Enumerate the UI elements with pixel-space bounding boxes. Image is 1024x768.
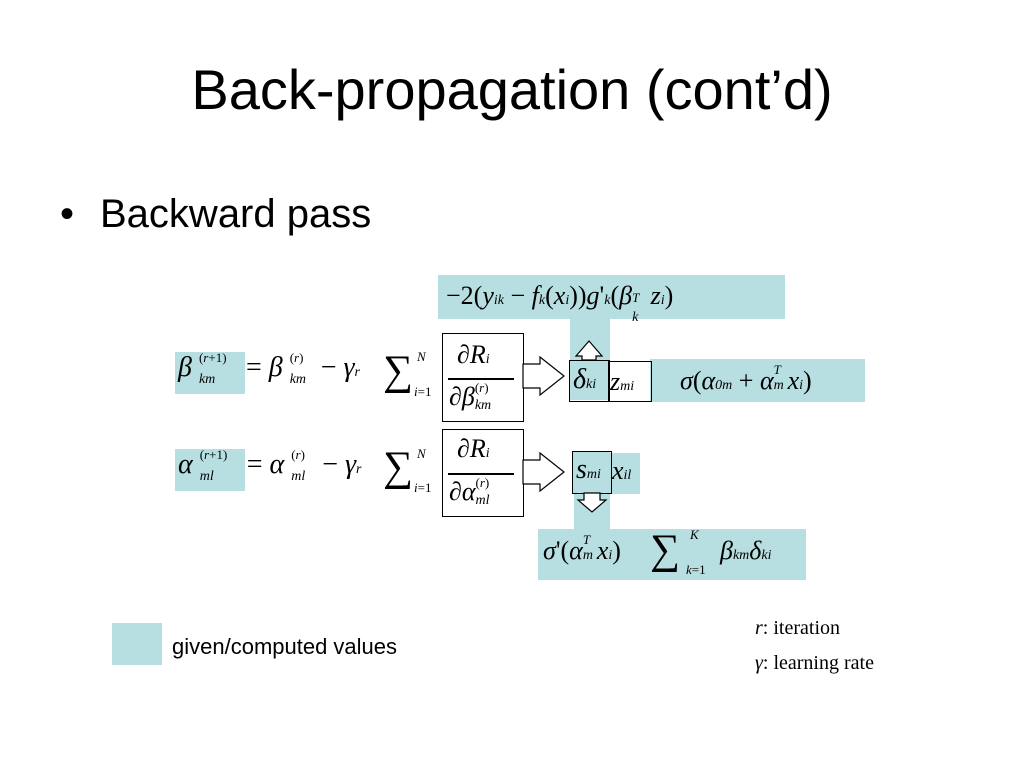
bottom-sum-lower: k=1 (686, 562, 706, 577)
beta-derivative-denominator: ∂β(r)km (449, 380, 492, 413)
alpha-derivative-numerator: ∂Ri (457, 434, 490, 463)
bottom-sum-upper: K (690, 527, 699, 542)
highlight-top-connector (570, 318, 610, 361)
highlight-beta-rplus1 (175, 352, 245, 394)
bullet-marker: • (60, 192, 75, 236)
highlight-bottom-expression (538, 529, 806, 580)
beta-to-delta-arrow (522, 355, 565, 397)
bullet-text: Backward pass (100, 192, 372, 236)
highlight-top-expression (438, 275, 785, 319)
beta-sum-lower: i=1 (414, 384, 432, 399)
highlight-alpha-rplus1 (175, 449, 245, 491)
legend-label: given/computed values (172, 634, 398, 659)
note-learning-rate: γ: learning rate (755, 652, 874, 674)
bottom-sum-term: βkmδki (720, 536, 772, 565)
highlight-sigma-expression (650, 359, 865, 402)
highlight-delta (569, 360, 609, 400)
alpha-sum-upper: N (417, 446, 426, 461)
beta-update-equation: β (r+1) km = β (r) km − γr (178, 350, 360, 387)
beta-derivative-bar (448, 378, 514, 380)
beta-sum-symbol: ∑ (383, 348, 413, 394)
x-il: xil (612, 456, 632, 485)
note-iteration: r: iteration (755, 617, 840, 639)
bullet-item: • Backward pass (60, 190, 371, 238)
highlight-s (572, 451, 610, 493)
alpha-sum-lower: i=1 (414, 480, 432, 495)
alpha-derivative-bar (448, 473, 514, 475)
s-mi: smi (576, 454, 601, 485)
alpha-sum-symbol: ∑ (383, 444, 413, 490)
bottom-sum-symbol: ∑ (650, 527, 680, 573)
alpha-update-equation: α (r+1) ml = α (r) ml − γr (178, 447, 362, 484)
delta-ki: δki (573, 364, 597, 395)
slide-title: Back-propagation (cont’d) (191, 58, 833, 121)
highlight-x (610, 453, 640, 494)
highlight-bottom-connector (574, 492, 610, 529)
alpha-to-s-arrow (522, 451, 565, 493)
legend-swatch (112, 623, 162, 665)
z-mi: zmi (610, 367, 635, 396)
z-box (608, 361, 652, 402)
alpha-derivative-denominator: ∂α(r)ml (449, 475, 490, 508)
beta-sum-upper: N (417, 349, 426, 364)
beta-derivative-numerator: ∂Ri (457, 340, 490, 369)
